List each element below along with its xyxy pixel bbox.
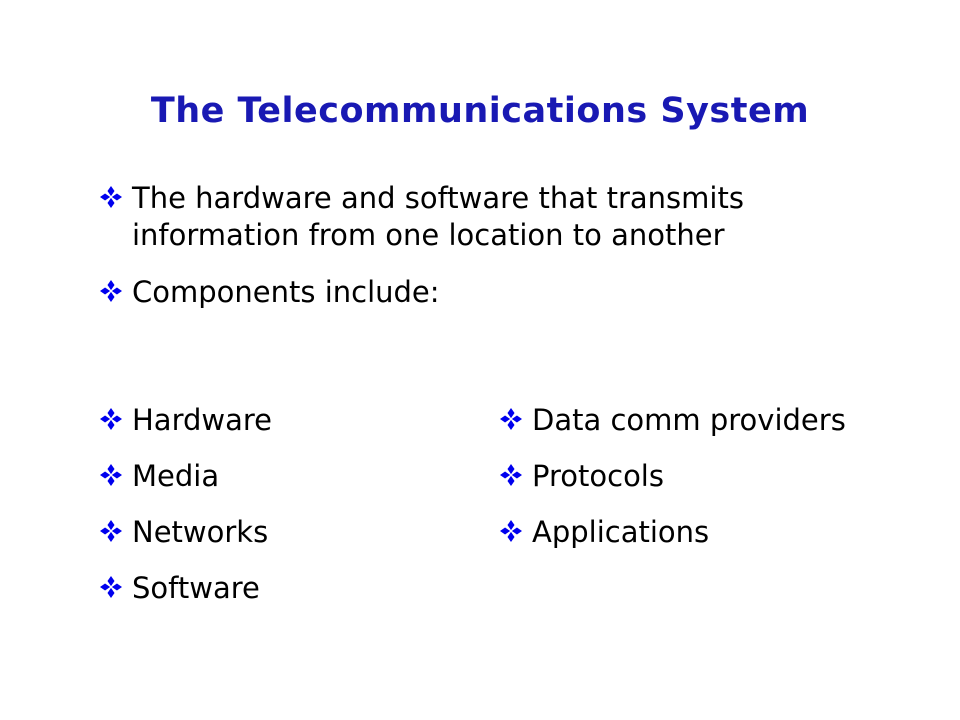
component-text: Applications bbox=[532, 515, 710, 549]
component-text: Protocols bbox=[532, 459, 664, 493]
diamond-bullet-shape bbox=[500, 520, 522, 542]
diamond-bullet-icon bbox=[500, 408, 522, 430]
component-item: Data comm providers bbox=[500, 402, 860, 439]
component-text: Hardware bbox=[132, 403, 273, 437]
component-item: Software bbox=[100, 570, 460, 607]
component-item: Networks bbox=[100, 514, 460, 551]
component-item: Applications bbox=[500, 514, 860, 551]
slide-title: The Telecommunications System bbox=[150, 91, 810, 131]
diamond-bullet-icon bbox=[100, 280, 122, 302]
main-bullet-item: The hardware and software that transmits… bbox=[100, 180, 880, 254]
component-item: Protocols bbox=[500, 458, 860, 495]
component-text: Software bbox=[132, 571, 260, 605]
component-text: Media bbox=[132, 459, 220, 493]
diamond-bullet-icon bbox=[100, 464, 122, 486]
main-bullet-list: The hardware and software that transmits… bbox=[100, 180, 880, 331]
diamond-bullet-icon bbox=[500, 464, 522, 486]
component-item: Hardware bbox=[100, 402, 460, 439]
main-bullet-text: Components include: bbox=[132, 275, 440, 309]
diamond-bullet-shape bbox=[100, 464, 122, 486]
diamond-bullet-shape bbox=[500, 464, 522, 486]
main-bullet-item: Components include: bbox=[100, 274, 880, 311]
main-bullet-text: The hardware and software that transmits… bbox=[132, 181, 744, 252]
diamond-bullet-shape bbox=[100, 186, 122, 208]
diamond-bullet-icon bbox=[100, 408, 122, 430]
diamond-bullet-shape bbox=[500, 408, 522, 430]
component-item: Media bbox=[100, 458, 460, 495]
diamond-bullet-icon bbox=[500, 520, 522, 542]
diamond-bullet-shape bbox=[100, 408, 122, 430]
diamond-bullet-shape bbox=[100, 576, 122, 598]
component-text: Data comm providers bbox=[532, 403, 846, 437]
diamond-bullet-icon bbox=[100, 576, 122, 598]
components-left-list: Hardware Media Networks Software bbox=[100, 402, 460, 626]
diamond-bullet-icon bbox=[100, 520, 122, 542]
diamond-bullet-icon bbox=[100, 186, 122, 208]
diamond-bullet-shape bbox=[100, 520, 122, 542]
components-right-list: Data comm providers Protocols Applicatio… bbox=[500, 402, 860, 570]
diamond-bullet-shape bbox=[100, 280, 122, 302]
component-text: Networks bbox=[132, 515, 269, 549]
